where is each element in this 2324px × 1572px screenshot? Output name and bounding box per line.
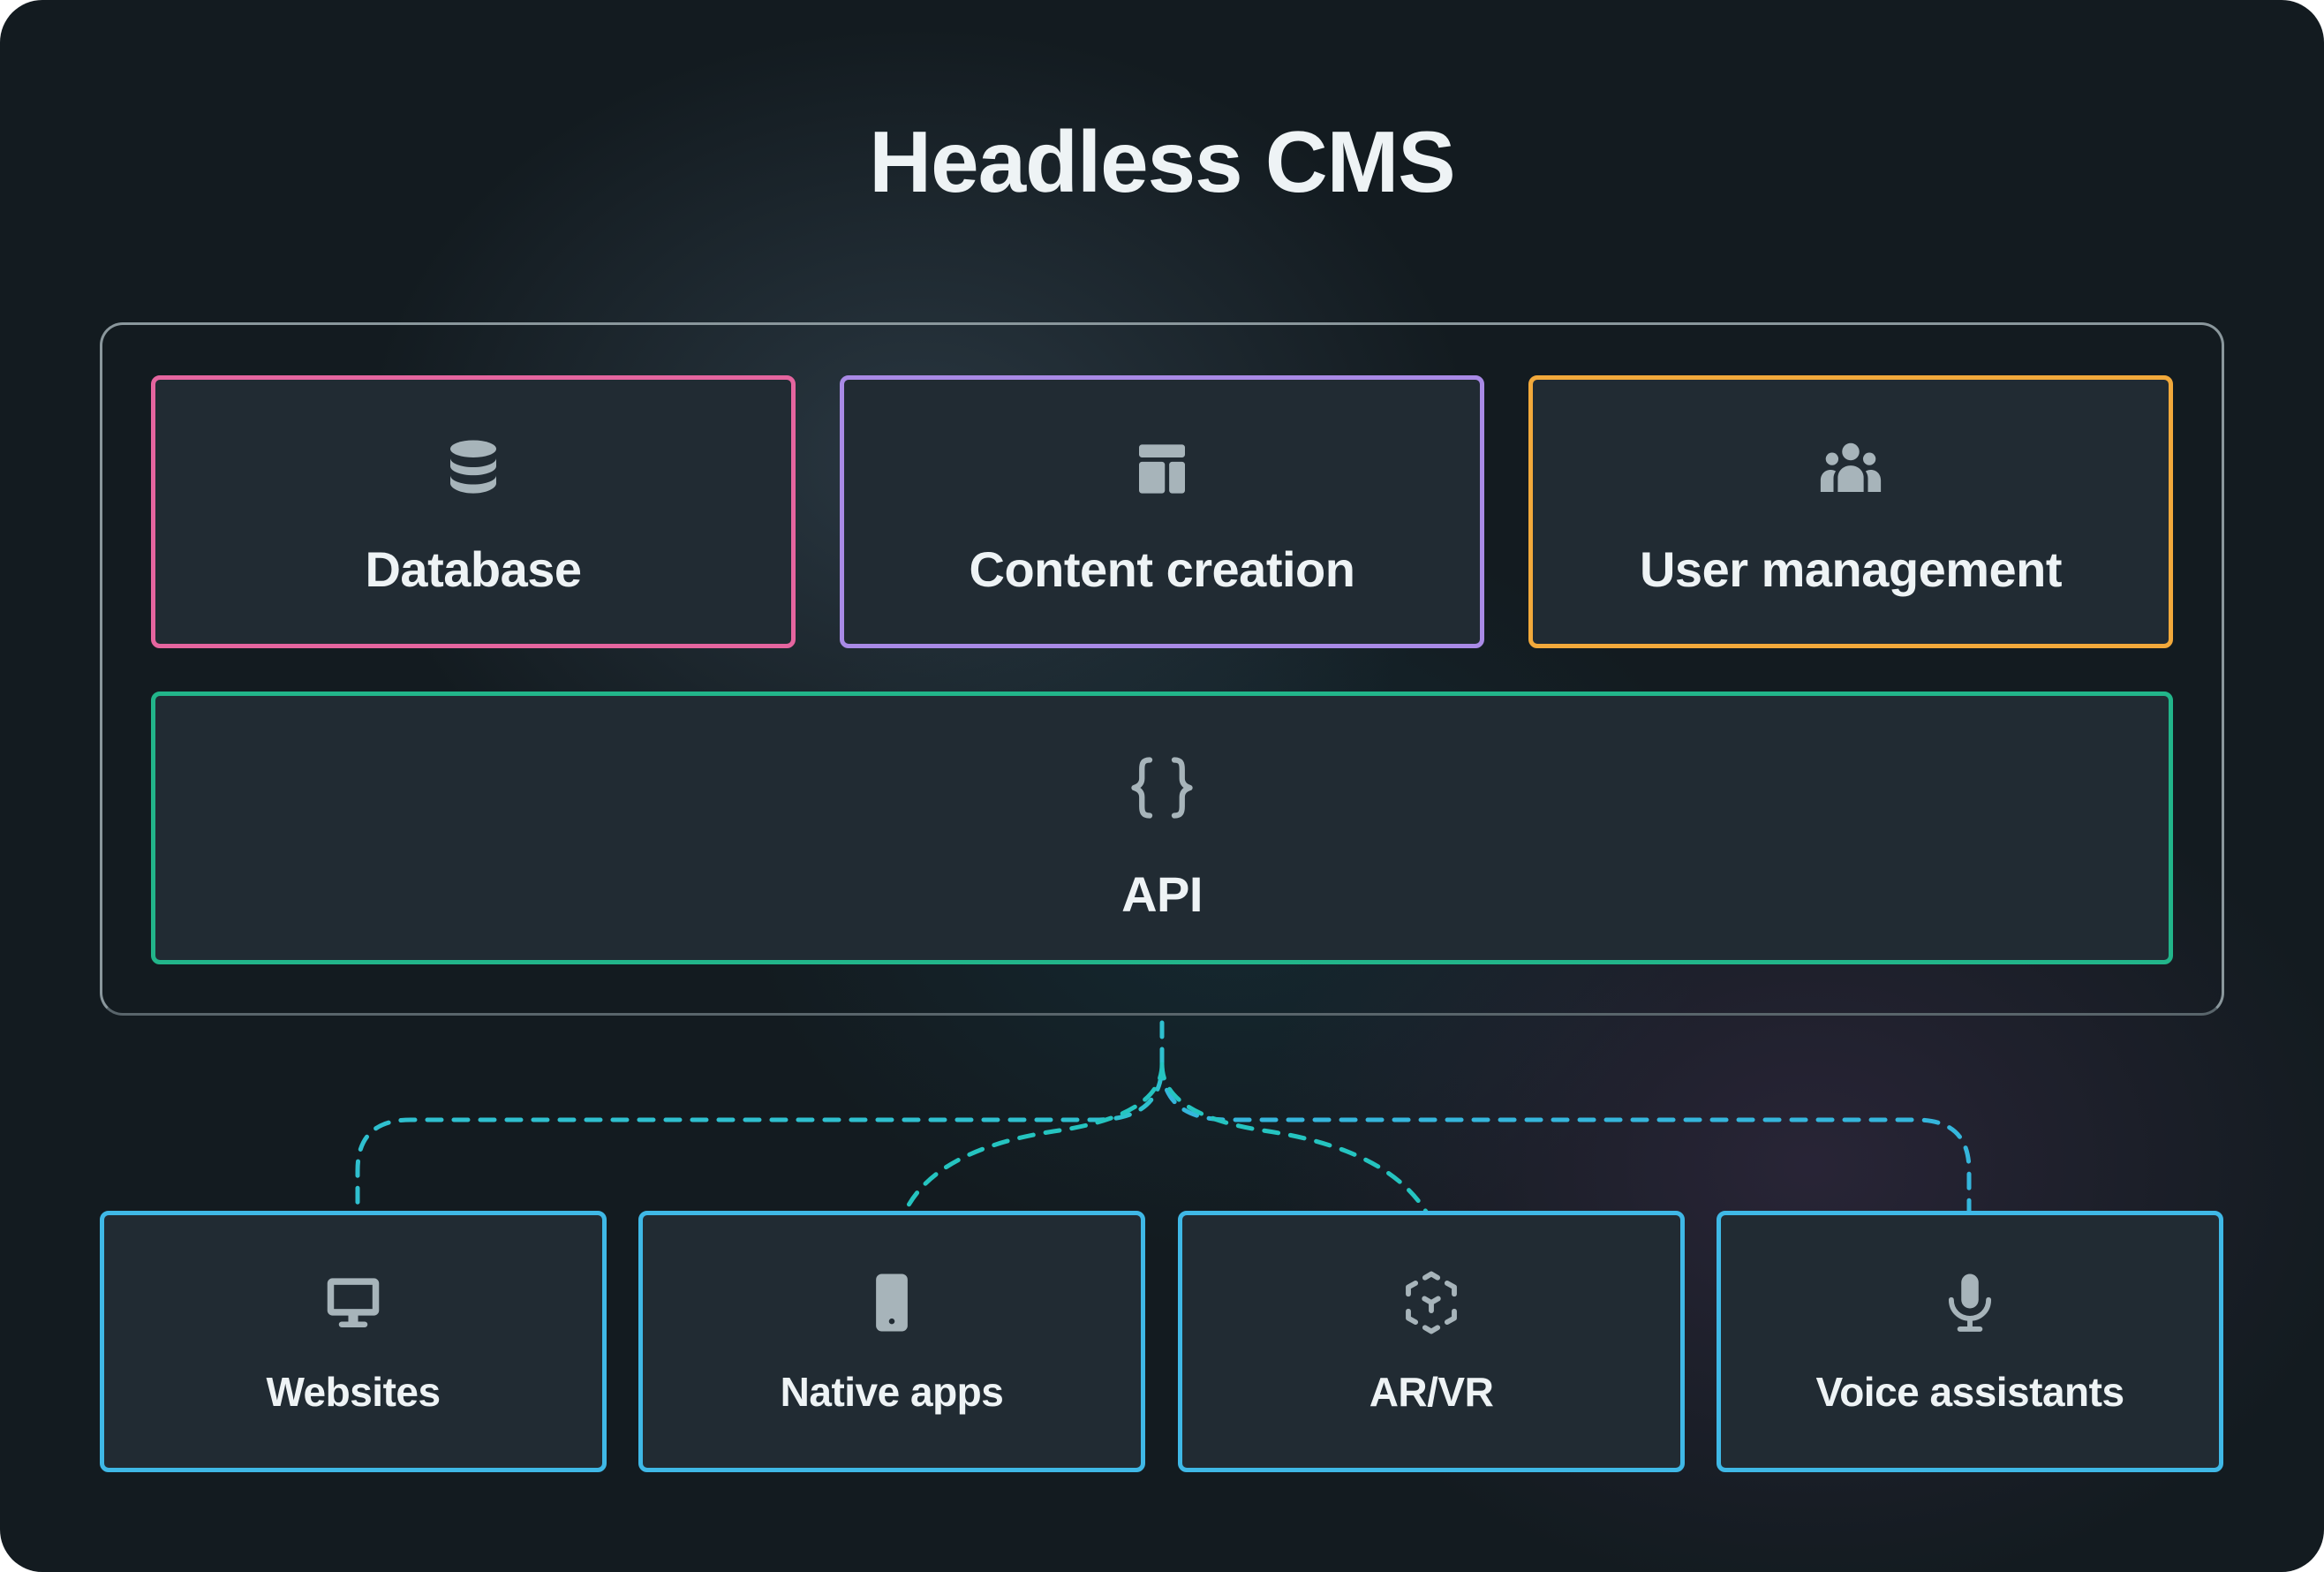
smartphone-icon [876, 1273, 908, 1332]
api-label: API [1121, 866, 1203, 922]
monitor-icon [327, 1278, 380, 1327]
voice-assistants-box: Voice assistants [1717, 1211, 2223, 1472]
users-icon [1820, 442, 1882, 492]
native-apps-box: Native apps [638, 1211, 1145, 1472]
api-box: API [151, 692, 2173, 964]
content-creation-label: Content creation [969, 541, 1355, 597]
connector-voice-assistants [1159, 1062, 1972, 1214]
websites-box: Websites [100, 1211, 607, 1472]
layout-icon [1139, 444, 1185, 494]
user-management-box: User management [1528, 375, 2173, 648]
braces-icon [1131, 757, 1193, 819]
connector-native-apps [902, 1062, 1165, 1214]
native-apps-label: Native apps [780, 1369, 1004, 1415]
database-label: Database [365, 541, 582, 597]
voice-assistants-label: Voice assistants [1815, 1369, 2124, 1415]
ar-vr-label: AR/VR [1369, 1369, 1494, 1415]
user-management-label: User management [1639, 541, 2063, 597]
content-creation-box: Content creation [840, 375, 1484, 648]
connector-websites [355, 1020, 1165, 1214]
ar-vr-box: AR/VR [1178, 1211, 1685, 1472]
headless-cms-container [100, 322, 2224, 1016]
connector-ar-vr [1159, 1062, 1429, 1214]
cube-3d-icon [1406, 1271, 1457, 1334]
diagram-title: Headless CMS [869, 113, 1455, 210]
database-icon [450, 440, 496, 494]
microphone-icon [1948, 1273, 1992, 1332]
websites-label: Websites [266, 1369, 441, 1415]
database-box: Database [151, 375, 796, 648]
